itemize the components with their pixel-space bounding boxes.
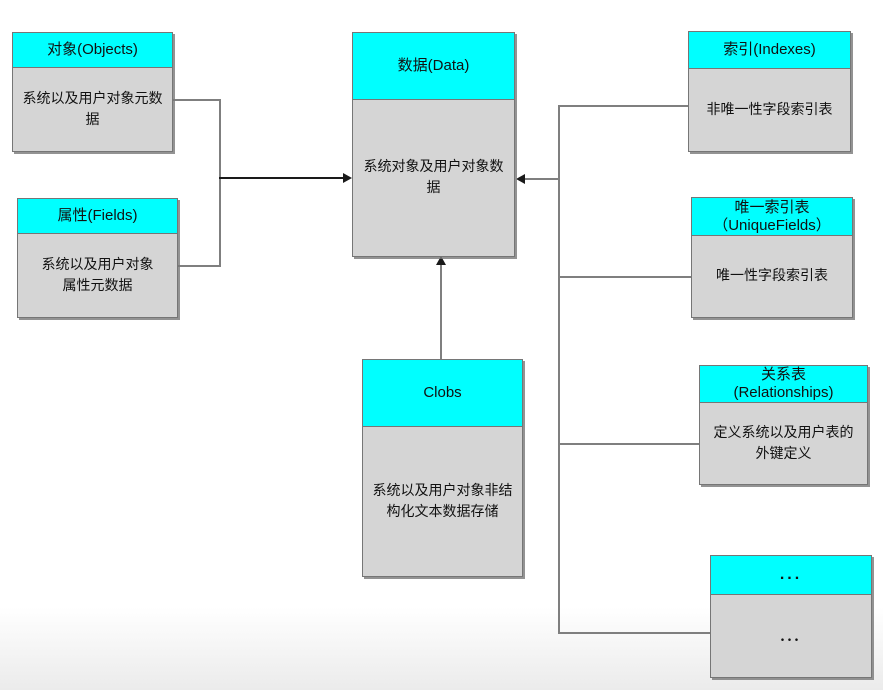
- connector-indexes-branch: [558, 105, 688, 107]
- box-objects-body: 系统以及用户对象元数 据: [13, 68, 172, 151]
- box-unique-fields-body: 唯一性字段索引表: [692, 236, 852, 317]
- arrowhead-into-data-bottom-icon: [436, 256, 446, 265]
- box-indexes-title: 索引(Indexes): [689, 32, 850, 69]
- box-fields-title: 属性(Fields): [18, 199, 177, 234]
- box-objects: 对象(Objects) 系统以及用户对象元数 据: [12, 32, 173, 152]
- connector-more-branch: [558, 632, 710, 634]
- box-unique-fields: 唯一索引表 （UniqueFields） 唯一性字段索引表: [691, 197, 853, 318]
- box-more: ... ...: [710, 555, 872, 678]
- box-indexes-body: 非唯一性字段索引表: [689, 69, 850, 151]
- connector-fields-branch: [178, 265, 221, 267]
- box-unique-fields-title: 唯一索引表 （UniqueFields）: [692, 198, 852, 236]
- box-fields: 属性(Fields) 系统以及用户对象 属性元数据: [17, 198, 178, 318]
- connector-left-arrow-line: [219, 177, 345, 179]
- box-more-title: ...: [711, 556, 871, 595]
- connector-right-arrow-line: [524, 178, 560, 180]
- box-more-body: ...: [711, 595, 871, 677]
- box-data-title: 数据(Data): [353, 33, 514, 100]
- connector-relationships-branch: [558, 443, 699, 445]
- box-data: 数据(Data) 系统对象及用户对象数 据: [352, 32, 515, 257]
- box-relationships: 关系表 (Relationships) 定义系统以及用户表的 外键定义: [699, 365, 868, 485]
- arrowhead-into-data-right-icon: [516, 174, 525, 184]
- connector-unique-branch: [558, 276, 691, 278]
- box-clobs: Clobs 系统以及用户对象非结 构化文本数据存储: [362, 359, 523, 577]
- box-data-body: 系统对象及用户对象数 据: [353, 100, 514, 256]
- box-clobs-title: Clobs: [363, 360, 522, 427]
- arrowhead-into-data-left-icon: [343, 173, 352, 183]
- box-indexes: 索引(Indexes) 非唯一性字段索引表: [688, 31, 851, 152]
- connector-objects-branch: [173, 99, 221, 101]
- connector-right-trunk: [558, 105, 560, 634]
- connector-left-trunk: [219, 99, 221, 267]
- box-fields-body: 系统以及用户对象 属性元数据: [18, 234, 177, 317]
- box-relationships-body: 定义系统以及用户表的 外键定义: [700, 403, 867, 484]
- box-relationships-title: 关系表 (Relationships): [700, 366, 867, 403]
- box-clobs-body: 系统以及用户对象非结 构化文本数据存储: [363, 427, 522, 576]
- connector-clobs-arrow-line: [440, 264, 442, 359]
- box-objects-title: 对象(Objects): [13, 33, 172, 68]
